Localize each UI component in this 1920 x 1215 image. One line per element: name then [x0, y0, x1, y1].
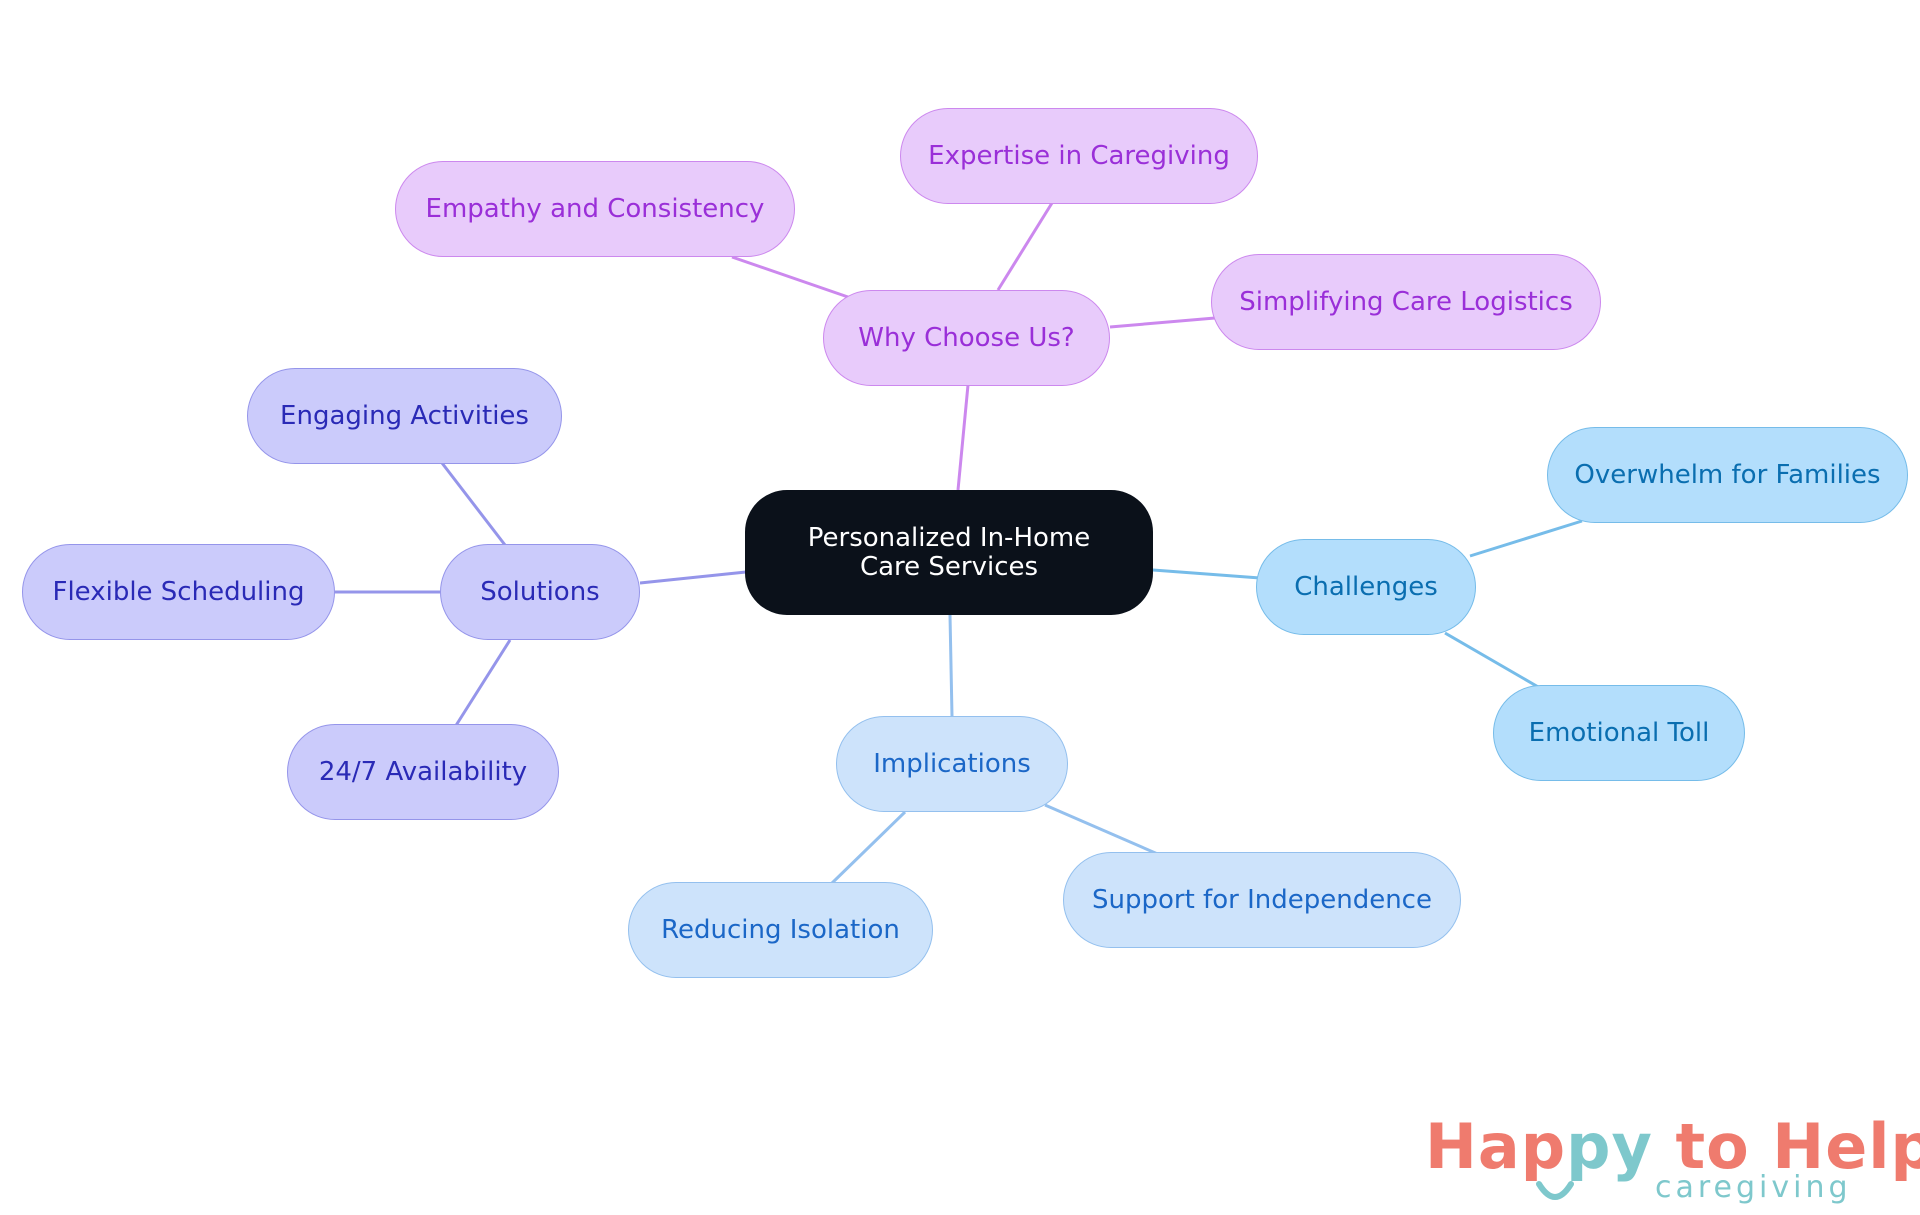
edge-why-expertise	[996, 202, 1054, 291]
leaf-overwhelm-for-families[interactable]: Overwhelm for Families	[1547, 427, 1908, 523]
central-node-label: Personalized In-Home Care Services	[807, 522, 1091, 582]
brand-name-part1: Hap	[1425, 1110, 1567, 1183]
branch-implications[interactable]: Implications	[836, 716, 1068, 812]
leaf-support-for-independence-label: Support for Independence	[1092, 884, 1432, 915]
edge-challenges-toll	[1444, 631, 1541, 690]
leaf-expertise-in-caregiving[interactable]: Expertise in Caregiving	[900, 108, 1258, 204]
brand-name-part2: py	[1566, 1110, 1653, 1183]
leaf-emotional-toll-label: Emotional Toll	[1528, 717, 1710, 748]
leaf-reducing-isolation-label: Reducing Isolation	[661, 914, 900, 945]
branch-implications-label: Implications	[873, 748, 1031, 779]
edge-central-why	[956, 384, 970, 491]
brand-logo: Happy to Help caregiving	[1425, 1110, 1920, 1210]
brand-tagline: caregiving	[1655, 1170, 1852, 1205]
leaf-24-7-availability-label: 24/7 Availability	[318, 756, 528, 787]
leaf-reducing-isolation[interactable]: Reducing Isolation	[628, 882, 933, 978]
brand-wordmark: Happy to Help	[1425, 1110, 1920, 1183]
edge-central-challenges	[1152, 568, 1261, 580]
leaf-24-7-availability[interactable]: 24/7 Availability	[287, 724, 559, 820]
edge-implications-independence	[1044, 803, 1161, 857]
leaf-engaging-activities-label: Engaging Activities	[280, 400, 529, 431]
branch-challenges-label: Challenges	[1294, 571, 1438, 602]
brand-name-part3: to Help	[1652, 1110, 1920, 1183]
leaf-empathy-and-consistency-label: Empathy and Consistency	[425, 193, 765, 224]
leaf-expertise-in-caregiving-label: Expertise in Caregiving	[928, 140, 1230, 171]
leaf-emotional-toll[interactable]: Emotional Toll	[1493, 685, 1745, 781]
leaf-simplifying-care-logistics[interactable]: Simplifying Care Logistics	[1211, 254, 1601, 350]
branch-why-choose-us-label: Why Choose Us?	[858, 322, 1075, 353]
branch-solutions[interactable]: Solutions	[440, 544, 640, 640]
edge-central-implications	[948, 614, 954, 717]
edge-challenges-overwhelm	[1469, 519, 1583, 558]
leaf-simplifying-care-logistics-label: Simplifying Care Logistics	[1239, 286, 1573, 317]
leaf-empathy-and-consistency[interactable]: Empathy and Consistency	[395, 161, 795, 257]
edge-why-empathy	[731, 255, 849, 299]
leaf-engaging-activities[interactable]: Engaging Activities	[247, 368, 562, 464]
edge-why-simplifying	[1109, 316, 1216, 329]
edge-central-solutions	[639, 570, 747, 585]
smile-icon	[1536, 1181, 1574, 1200]
leaf-overwhelm-for-families-label: Overwhelm for Families	[1574, 459, 1881, 490]
leaf-flexible-scheduling-label: Flexible Scheduling	[52, 576, 305, 607]
edge-solutions-engaging	[440, 462, 507, 546]
edge-solutions-availability	[453, 639, 512, 728]
edge-implications-isolation	[828, 810, 907, 887]
leaf-flexible-scheduling[interactable]: Flexible Scheduling	[22, 544, 335, 640]
branch-why-choose-us[interactable]: Why Choose Us?	[823, 290, 1110, 386]
central-node[interactable]: Personalized In-Home Care Services	[745, 490, 1153, 615]
leaf-support-for-independence[interactable]: Support for Independence	[1063, 852, 1461, 948]
branch-challenges[interactable]: Challenges	[1256, 539, 1476, 635]
branch-solutions-label: Solutions	[480, 576, 600, 607]
